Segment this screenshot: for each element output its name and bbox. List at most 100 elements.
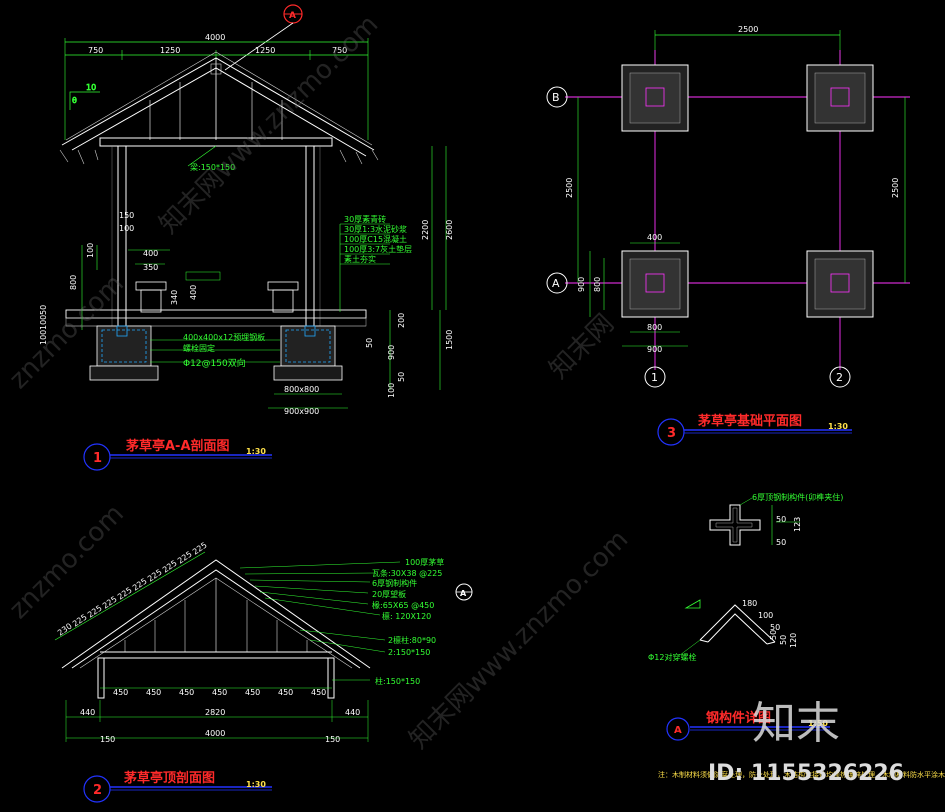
bay-dim-6: 450 [278, 688, 293, 697]
dim-top-4: 750 [332, 46, 347, 55]
mid-dim-left: 440 [80, 708, 95, 717]
steel-cross [709, 504, 761, 546]
foot-height-200: 200 [397, 313, 406, 328]
steel-detail-title: 钢构件详图 [706, 710, 771, 726]
section-aa-index: 1 [93, 451, 102, 466]
foot-dim-900: 900x900 [284, 407, 319, 416]
plan-span-y-right: 2500 [891, 178, 900, 198]
left-height-800: 800 [69, 275, 78, 290]
foundation-plan-scale: 1:30 [828, 422, 848, 431]
pad-dim-800: 800 [647, 323, 662, 332]
floor-layer-2: 30厚1:3水泥砂浆 [344, 224, 407, 234]
seat-height-340: 340 [170, 290, 179, 305]
roof-layer-6: 檩: 120X120 [382, 611, 431, 621]
footing-left [89, 325, 159, 381]
roof-section-marker-label: A [460, 589, 467, 598]
dim-top-2: 1250 [160, 46, 180, 55]
axis-bubbles: B A 1 2 [546, 86, 851, 388]
roof-section-marker: A [455, 583, 473, 601]
left-height-100a: 100 [86, 243, 95, 258]
bottom-dim-left: 150 [100, 735, 115, 744]
steel-plate-label: 6厚顶钢制构件(卯榫夹住) [752, 492, 843, 502]
slope-symbol: θ 10 [69, 83, 100, 110]
roof-layer-7: 2檩柱:80*90 [388, 635, 436, 645]
detail-triangle-icon [684, 599, 701, 609]
floor-layer-4: 100厚3:7灰土垫层 [344, 244, 412, 254]
foot-height-1500: 1500 [445, 330, 454, 350]
plate-label: 400x400x12预埋钢板 [183, 332, 265, 342]
bolt-fix-label: 螺栓固定 [183, 343, 215, 353]
angle-dim-180: 180 [742, 599, 757, 608]
foot-height-100: 100 [387, 383, 396, 398]
floor-layer-3: 100厚C15混凝土 [344, 234, 407, 244]
foundation-plan-title: 茅草亭基础平面图 [698, 413, 802, 429]
axis-a: A [552, 277, 560, 290]
roof-layers: 100厚茅草 瓦条:30X38 @225 6厚钢制构件 20厚望板 椽:65X6… [372, 557, 444, 686]
svg-text:10: 10 [86, 83, 96, 92]
axis-b: B [552, 91, 560, 104]
beam-label: 梁:150*150 [190, 163, 235, 172]
bottom-dim-right: 150 [325, 735, 340, 744]
roof-slope-dim-line [54, 551, 206, 641]
left-base-2: 100 [39, 315, 48, 330]
bay-dim-7: 450 [311, 688, 326, 697]
foundation-plan-index: 3 [667, 426, 676, 441]
pad-dim-900: 900 [647, 345, 662, 354]
plan-side-900: 900 [577, 277, 586, 292]
bay-dim-2: 450 [146, 688, 161, 697]
bottom-dim-center: 4000 [205, 729, 225, 738]
roof-layer-5: 椽:65X65 @450 [372, 600, 434, 610]
roof-section-title-block: 2 茅草亭顶剖面图 1:30 [83, 770, 272, 803]
rebar-spec-label: Φ12@150双向 [183, 357, 246, 369]
dim-top-1: 750 [88, 46, 103, 55]
svg-text:θ: θ [72, 96, 77, 105]
plan-span-y-left: 2500 [565, 178, 574, 198]
bay-dim-1: 450 [113, 688, 128, 697]
plan-span-x: 2500 [738, 25, 758, 34]
foot-dim-800: 800x800 [284, 385, 319, 394]
right-height-2200: 2200 [421, 220, 430, 240]
roof-section-scale: 1:30 [246, 780, 266, 789]
roof-layer-3: 6厚钢制构件 [372, 578, 417, 588]
floor-layer-5: 素土夯实 [344, 254, 376, 264]
bolt-label: Φ12对穿螺栓 [648, 652, 696, 662]
left-base-1: 100 [39, 330, 48, 345]
overall-width-dim: 4000 [205, 33, 225, 42]
floor-layers: 30厚素青砖 30厚1:3水泥砂浆 100厚C15混凝土 100厚3:7灰土垫层… [339, 214, 412, 312]
seats [135, 281, 299, 313]
roof-layer-9: 柱:150*150 [375, 676, 420, 686]
foundation-plan-title-block: 3 茅草亭基础平面图 1:30 [657, 413, 852, 446]
angle-dims: 180 100 50 50 50 120 [742, 599, 798, 648]
angle-dim-120: 120 [789, 633, 798, 648]
section-aa-scale: 1:30 [246, 447, 266, 456]
axis-2: 2 [836, 371, 843, 384]
angle-dim-50a: 50 [770, 623, 780, 632]
angle-dim-100: 100 [758, 611, 773, 620]
bay-dim-4: 450 [212, 688, 227, 697]
section-aa-title: 茅草亭A-A剖面图 [126, 438, 230, 454]
right-height-2600: 2600 [445, 220, 454, 240]
left-base-3: 50 [39, 305, 48, 315]
seat-height-400: 400 [189, 285, 198, 300]
dim-top-3: 1250 [255, 46, 275, 55]
general-notes: 注：木制材料须做防腐处理，防火处理，木结构连接件均须热镀锌处理，木制材料防水平涂… [658, 770, 945, 779]
roof-section-title: 茅草亭顶剖面图 [124, 770, 215, 786]
pad-dim-400: 400 [647, 233, 662, 242]
angle-dim-50b: 50 [769, 630, 778, 640]
brand-logo-text: 知末 [752, 698, 840, 749]
foundation-plan-drawing: 2500 2500 2500 900 [546, 25, 910, 446]
steel-dim-123: 123 [793, 517, 802, 532]
plan-side-800: 800 [593, 277, 602, 292]
roof-layer-8: 2:150*150 [388, 648, 430, 657]
foot-height-50a: 50 [365, 338, 374, 348]
steel-detail-scale: 1:50 [808, 719, 828, 728]
section-aa-drawing: A 4000 750 1250 1250 750 θ 10 [39, 4, 454, 471]
seat-dim-400: 400 [143, 249, 158, 258]
mid-dim-right: 440 [345, 708, 360, 717]
footing-right [273, 325, 343, 381]
steel-detail-drawing: 6厚顶钢制构件(卯榫夹住) 50 123 50 Φ12对穿螺栓 180 100 … [648, 492, 843, 741]
left-height-150: 150 [119, 211, 134, 220]
left-height-100b: 100 [119, 224, 134, 233]
